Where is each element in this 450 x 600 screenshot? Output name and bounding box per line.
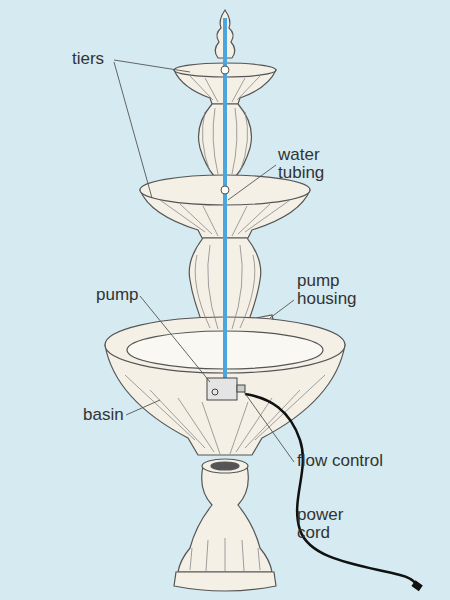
leader-line (270, 300, 294, 318)
pump-detail (212, 389, 218, 395)
power-cord (245, 394, 416, 584)
pedestal (178, 466, 272, 572)
leader-line (140, 296, 210, 382)
leader-line (114, 62, 152, 198)
part-label: flow control (297, 452, 427, 470)
part-label: pump housing (297, 272, 377, 309)
part-label: tiers (72, 50, 132, 68)
flute-lines (125, 375, 325, 454)
flute-lines (190, 538, 260, 571)
leader-line (244, 392, 294, 462)
grommet (221, 186, 229, 194)
part-label: water tubing (278, 146, 363, 183)
leader-line (126, 400, 160, 415)
leader-line (228, 165, 276, 200)
flow-control-knob (237, 385, 245, 392)
pump-symbol (207, 378, 237, 400)
grommet (221, 66, 229, 74)
part-label: basin (83, 406, 143, 424)
leader-lines (114, 60, 294, 462)
leader-line (114, 60, 190, 72)
plug (411, 580, 422, 591)
pedestal-hole (211, 462, 239, 470)
pedestal-top (202, 459, 248, 473)
part-label: pump (96, 286, 156, 304)
pedestal-base (174, 572, 276, 591)
part-label: power cord (297, 506, 357, 543)
